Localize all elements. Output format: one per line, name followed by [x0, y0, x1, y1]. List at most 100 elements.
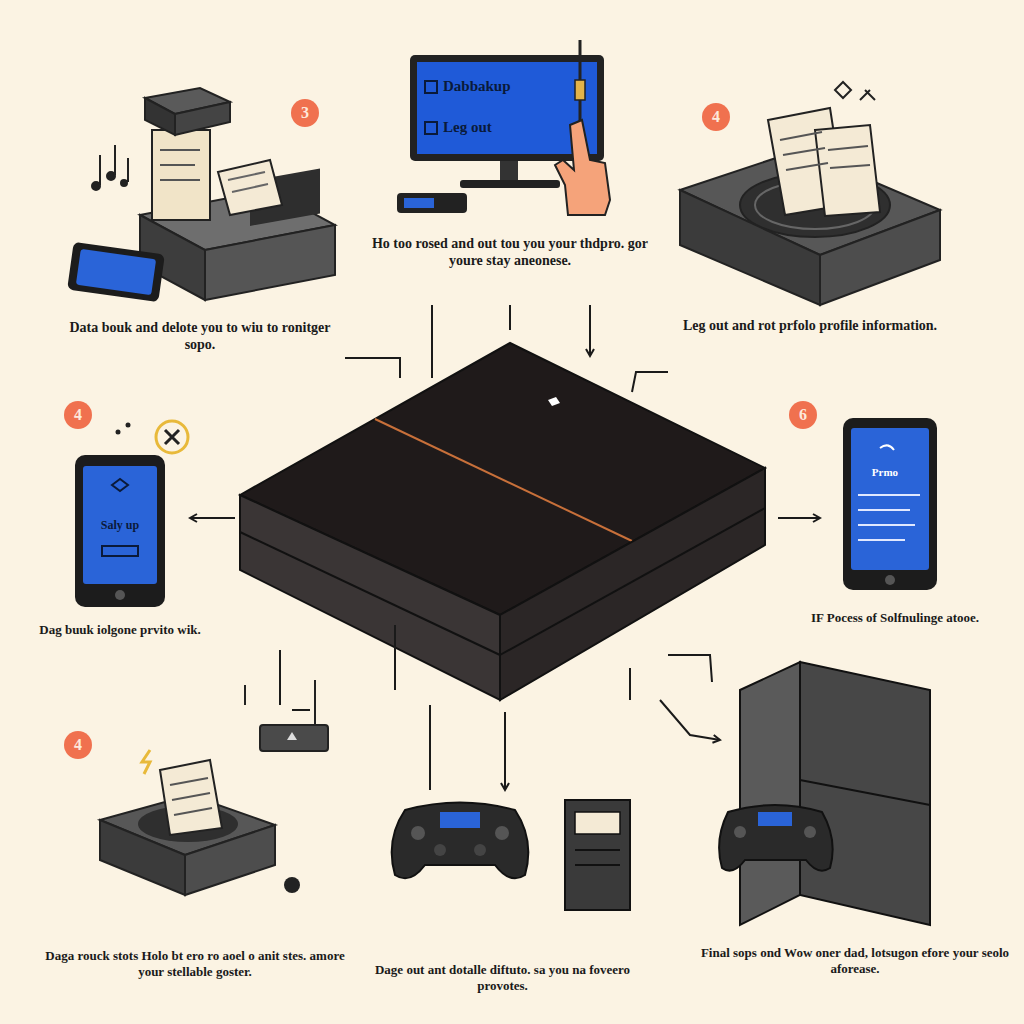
- game-console-part: [500, 468, 765, 700]
- console-vertical-part: [758, 812, 792, 826]
- arrows-part: [629, 668, 631, 700]
- monitor: [397, 40, 610, 215]
- step-caption: Ho too rosed and out tou you your thdpro…: [370, 236, 650, 270]
- phone-right-part: [843, 418, 937, 590]
- shredder-box-part: [830, 165, 870, 168]
- storage-box: [100, 750, 300, 895]
- callout-number: 6: [789, 405, 817, 424]
- monitor-part: [555, 120, 610, 215]
- arrows-part: [509, 305, 511, 330]
- printer-machine-part: [152, 130, 210, 220]
- storage-box-part: [170, 778, 208, 785]
- printer-machine-part: [218, 160, 282, 215]
- callout-number: 3: [291, 103, 319, 122]
- storage-box-part: [160, 760, 222, 835]
- step-caption: Dag buuk iolgone prvito wik.: [15, 622, 225, 638]
- arrows-part: [431, 305, 433, 378]
- music-notes: [92, 145, 128, 190]
- console-vertical-part: [719, 805, 833, 871]
- printer-machine-part: [160, 149, 200, 151]
- game-console-part: [548, 397, 560, 406]
- controller-and-tower-part: [565, 800, 630, 910]
- phone-left-part: [156, 421, 188, 453]
- arrows-part: [279, 650, 281, 705]
- callout-number: 4: [64, 735, 92, 754]
- shredder-box-part: [780, 132, 822, 140]
- storage-box-part: [284, 877, 300, 893]
- step-caption: Daga rouck stots Holo bt ero ro aoel o a…: [35, 948, 355, 979]
- monitor-part: [500, 161, 518, 181]
- screen-menu-item: Dabbakup: [443, 77, 593, 95]
- console-vertical-part: [800, 662, 930, 925]
- printer-machine-part: [145, 98, 175, 135]
- router-device-part: [287, 732, 297, 740]
- game-console-part: [500, 508, 765, 655]
- game-console-part: [240, 532, 500, 655]
- phone-left-part: [75, 455, 165, 607]
- phone-left-part: [116, 430, 121, 435]
- smartphone-small-part: [67, 242, 165, 302]
- arrows-part: [778, 517, 820, 519]
- router-device-part: [260, 725, 328, 751]
- storage-box-part: [185, 825, 275, 895]
- number-badges-part: [789, 401, 817, 429]
- number-badges-part: [64, 731, 92, 759]
- shredder-box-part: [783, 148, 825, 155]
- arrows-part: [660, 700, 720, 740]
- printer-machine-part: [228, 172, 265, 180]
- step-caption: Leg out and rot prfolo profile informati…: [660, 318, 960, 335]
- arrows-part: [504, 712, 506, 790]
- music-notes-part: [107, 172, 115, 180]
- phone-left-part: [83, 466, 157, 584]
- arrows-part: [292, 709, 310, 711]
- arrows-part: [589, 305, 591, 356]
- monitor-part: [575, 80, 585, 100]
- shredder-box: [680, 82, 940, 305]
- router-device-part: [314, 680, 316, 728]
- storage-box-part: [142, 750, 150, 774]
- number-badges-part: [291, 99, 319, 127]
- smartphone-small-part: [76, 249, 156, 295]
- number-badges-part: [702, 103, 730, 131]
- console-vertical-part: [804, 826, 816, 838]
- printer-machine: [140, 88, 335, 300]
- music-notes-part: [114, 145, 116, 175]
- screen-text: Prmo: [855, 466, 915, 479]
- controller-and-tower-part: [575, 812, 620, 834]
- storage-box-part: [174, 808, 212, 815]
- screen-text: Saly up: [85, 518, 155, 532]
- music-notes-part: [121, 180, 127, 186]
- phone-right-part: [880, 445, 894, 450]
- console-vertical-part: [734, 826, 746, 838]
- phone-left-part: [126, 423, 131, 428]
- monitor-part: [397, 193, 467, 213]
- phone-right: [843, 418, 937, 590]
- arrows-part: [345, 358, 400, 378]
- music-notes-part: [92, 182, 100, 190]
- printer-machine-part: [232, 184, 268, 192]
- controller-and-tower-part: [474, 844, 486, 856]
- arrows-part: [668, 655, 712, 682]
- controller-and-tower-part: [392, 803, 529, 879]
- storage-box-part: [172, 793, 210, 800]
- shredder-box-part: [786, 163, 828, 170]
- arrows: [190, 305, 820, 790]
- arrows-part: [394, 625, 396, 690]
- phone-right-part: [858, 539, 905, 541]
- router-device-part: [244, 685, 246, 705]
- smartphone-small: [67, 242, 165, 302]
- printer-machine-part: [160, 164, 195, 166]
- monitor-part: [425, 122, 437, 134]
- shredder-box-part: [835, 82, 875, 100]
- game-console-part: [375, 419, 632, 541]
- phone-left: [75, 421, 188, 607]
- printer-machine-part: [205, 225, 335, 300]
- console-vertical-part: [740, 662, 800, 925]
- phone-right-part: [858, 524, 915, 526]
- controller-and-tower-part: [495, 826, 509, 840]
- music-notes-part: [127, 158, 129, 182]
- shredder-box-part: [820, 210, 940, 305]
